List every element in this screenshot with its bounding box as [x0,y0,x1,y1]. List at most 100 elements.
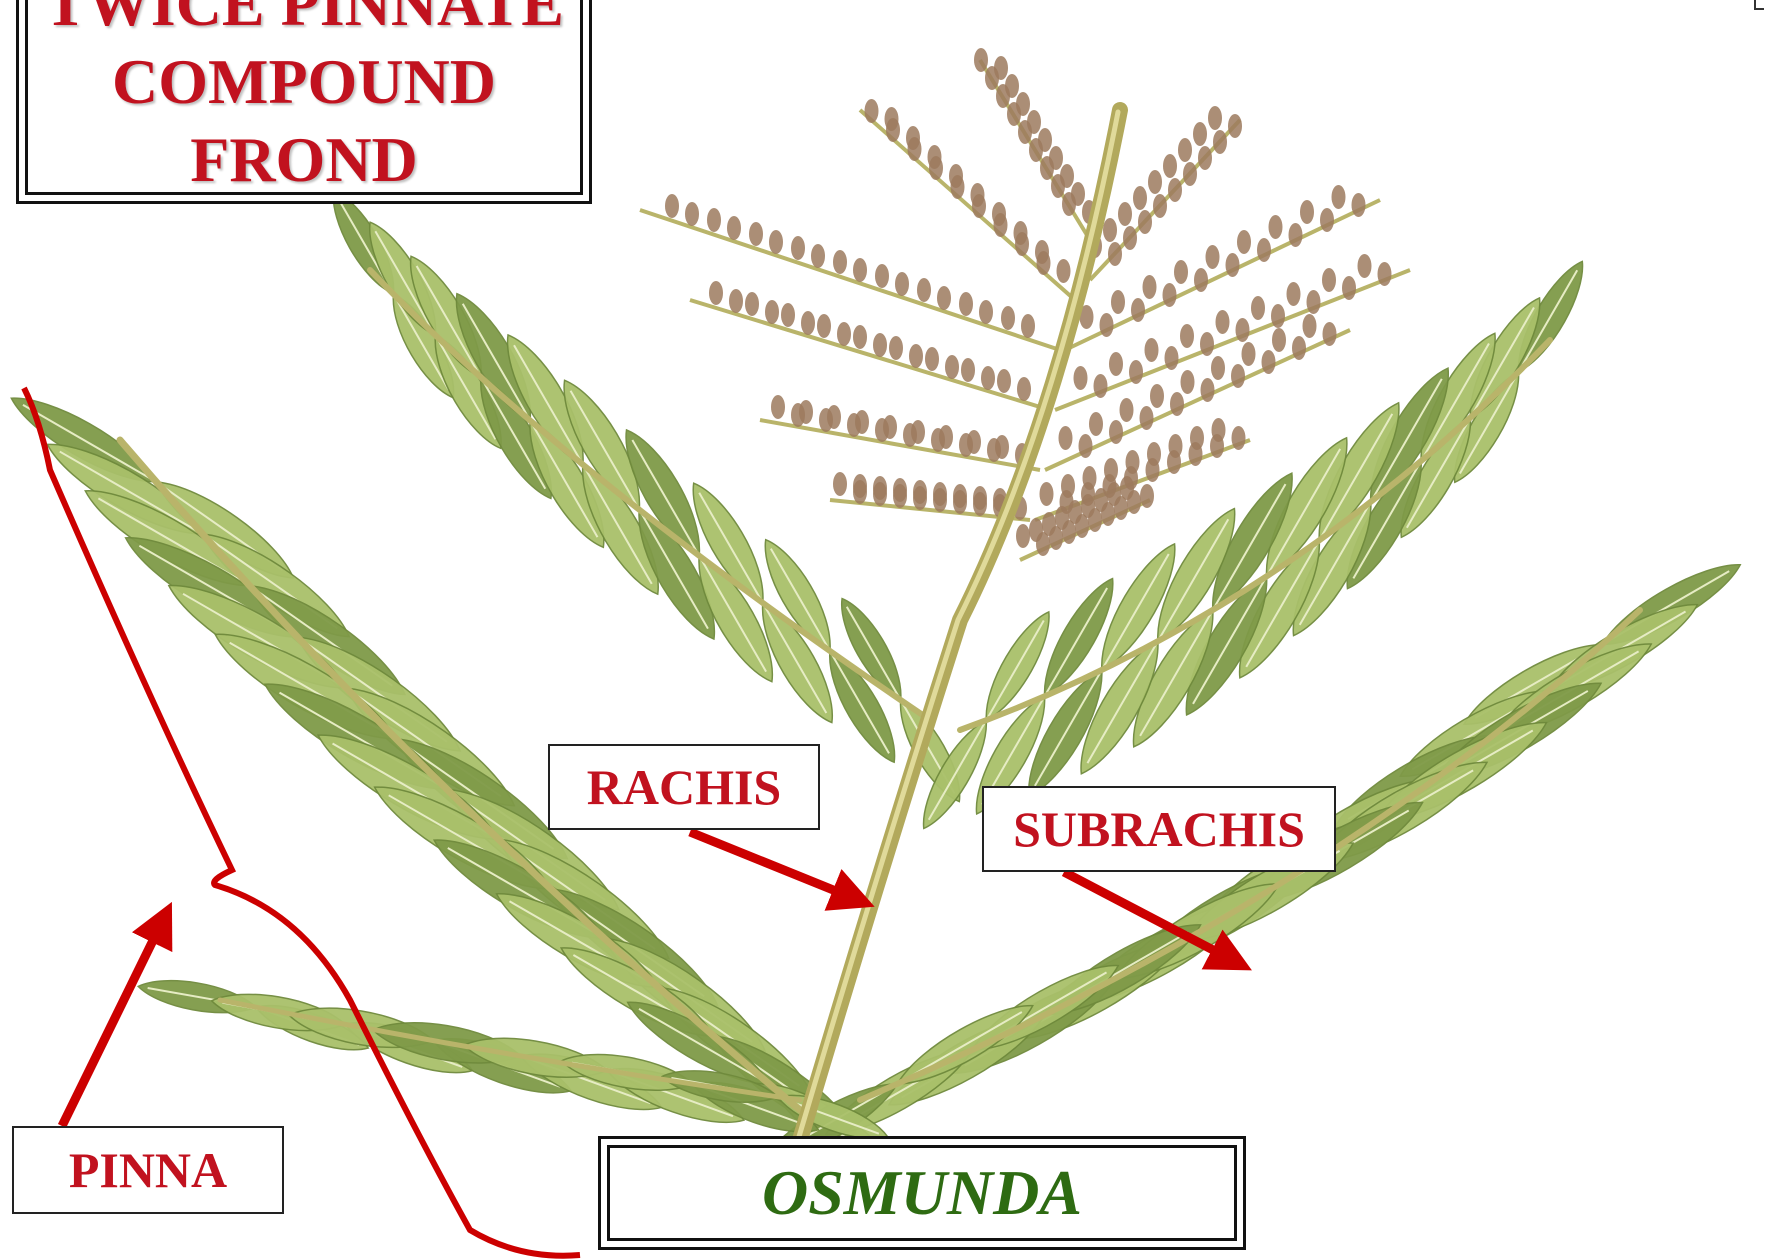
sporangia-cluster [853,480,867,504]
sporangia-cluster [885,107,899,131]
sporangia-cluster [1016,92,1030,116]
sporangia-cluster [1133,186,1147,210]
sporangia-cluster [974,48,988,72]
sporangia-cluster [1332,185,1346,209]
sporangia-cluster [1198,146,1212,170]
sporangia-cluster [1148,170,1162,194]
sporangia-cluster [1228,114,1242,138]
sporangia-cluster [1027,110,1041,134]
sporangia-cluster [1236,318,1250,342]
sporangia-cluster [1165,346,1179,370]
sporangia-cluster [1206,245,1220,269]
sporangia-cluster [979,300,993,324]
sporangia-cluster [1016,524,1030,548]
sporangia-cluster [1178,138,1192,162]
sporangia-cluster [1094,374,1108,398]
sporangia-cluster [1307,290,1321,314]
sporangia-cluster [1143,275,1157,299]
sporangia-cluster [1068,500,1082,524]
sporangia-cluster [1103,218,1117,242]
sporangia-cluster [1242,342,1256,366]
sporangia-cluster [1138,210,1152,234]
subrachis-label: SUBRACHIS [982,786,1336,872]
sporangia-cluster [1083,466,1097,490]
sporangia-cluster [1074,366,1088,390]
sporangia-cluster [1108,242,1122,266]
sporangia-cluster [847,413,861,437]
sporangia-cluster [1153,194,1167,218]
sporangia-cluster [959,292,973,316]
sporangia-cluster [1150,384,1164,408]
sporangia-cluster [1170,392,1184,416]
title-line-1: TWICE PINNATE [44,0,564,43]
sporangia-cluster [1055,506,1069,530]
pinna-label: PINNA [12,1126,284,1214]
sporangia-cluster [1140,406,1154,430]
sporangia-cluster [1193,122,1207,146]
sporangia-cluster [1226,253,1240,277]
sporangia-cluster [906,126,920,150]
sporangia-cluster [1180,324,1194,348]
sporangia-cluster [1183,162,1197,186]
sporangia-cluster [1038,128,1052,152]
sporangia-cluster [1190,426,1204,450]
sporangia-cluster [1118,202,1132,226]
sporangia-cluster [1262,350,1276,374]
sporangia-cluster [1200,332,1214,356]
sporangia-cluster [1201,378,1215,402]
sporangia-cluster [1342,276,1356,300]
genus-label: OSMUNDA [598,1136,1246,1250]
fertile-branch [690,300,1050,410]
rachis-label: RACHIS [548,744,820,830]
sporangia-cluster [1271,304,1285,328]
sporangia-cluster [903,423,917,447]
sporangia-cluster [665,194,679,218]
sporangia-cluster [987,438,1001,462]
sporangia-cluster [1145,338,1159,362]
sporangia-cluster [1057,259,1071,283]
sporangia-cluster [925,347,939,371]
sporangia-cluster [1169,434,1183,458]
sporangia-cluster [994,56,1008,80]
sporangia-cluster [1089,412,1103,436]
sporangia-cluster [1163,154,1177,178]
sporangia-cluster [1042,512,1056,536]
sporangia-cluster [953,490,967,514]
sporangia-cluster [1111,290,1125,314]
sporangia-cluster [853,325,867,349]
sporangia-cluster [1194,268,1208,292]
sporangia-cluster [765,300,779,324]
sporangia-cluster [1079,434,1093,458]
sporangia-cluster [749,222,763,246]
sporangia-cluster [1378,262,1392,286]
sporangia-cluster [1029,518,1043,542]
sporangia-cluster [1059,426,1073,450]
sporangia-cluster [1300,200,1314,224]
subrachis-stems [120,270,1640,1110]
sporangia-cluster [945,355,959,379]
sporangia-cluster [819,408,833,432]
sporangia-cluster [1107,482,1121,506]
sporangia-cluster [1061,474,1075,498]
sporangia-cluster [1322,268,1336,292]
sporangia-cluster [895,272,909,296]
sporangia-cluster [909,344,923,368]
sporangia-cluster [1040,482,1054,506]
sporangia-cluster [1104,458,1118,482]
sporangia-cluster [1109,420,1123,444]
sporangia-cluster [1060,164,1074,188]
sporangia-cluster [1123,226,1137,250]
sporangia-cluster [1081,494,1095,518]
sporangia-cluster [949,164,963,188]
sporangia-cluster [1231,364,1245,388]
sporangia-cluster [1213,130,1227,154]
sporangia-cluster [1303,314,1317,338]
title-line-3: FROND [190,121,418,199]
sporangia-cluster [992,202,1006,226]
sporangia-cluster [1001,306,1015,330]
rachis-arrow [690,832,858,900]
sporangia-cluster [933,488,947,512]
sporangia-cluster [1120,476,1134,500]
title-box: TWICE PINNATE COMPOUND FROND [16,0,592,204]
sporangia-cluster [1352,193,1366,217]
